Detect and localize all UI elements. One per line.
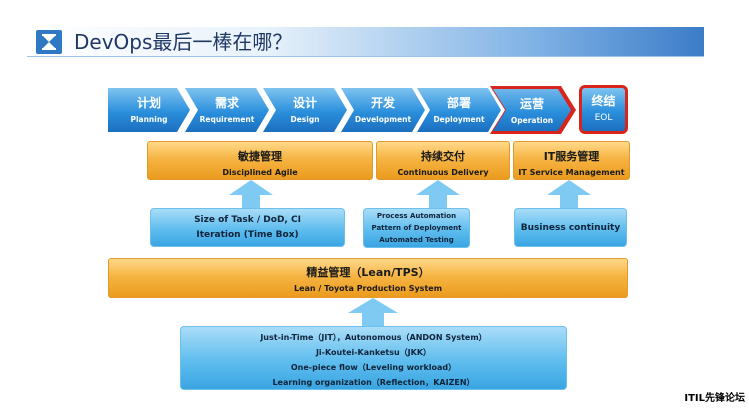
phase-label: 计划 — [136, 96, 161, 110]
phase-label: 设计 — [292, 96, 317, 110]
support-item: Process Automation — [376, 212, 457, 220]
phase-sublabel: Planning — [130, 115, 168, 124]
hourglass-icon — [36, 30, 62, 54]
phase-eol: 终结 EOL — [579, 85, 628, 134]
phase-label: 运营 — [519, 97, 544, 111]
lean-practice-item: One-piece flow（Leveling workload） — [290, 363, 457, 372]
support-agile: Size of Task / DoD, CI Iteration (Time B… — [150, 208, 345, 247]
phase-deployment: 部署 Deployment — [417, 88, 501, 132]
up-arrow-icon — [229, 180, 273, 211]
lean-practice-item: Ji-Koutei-Kanketsu（JKK） — [315, 348, 432, 357]
phase-sublabel: Operation — [510, 116, 554, 125]
phase-label: 需求 — [214, 96, 239, 110]
support-item: Business continuity — [520, 223, 621, 233]
lean-practice-item: Just-in-Time（JIT），Autonomous（ANDON Syste… — [260, 333, 487, 342]
practice-subtitle: Disciplined Agile — [222, 168, 298, 177]
phase-label: 终结 — [591, 94, 616, 108]
phase-development: 开发 Development — [341, 88, 425, 132]
practice-subtitle: IT Service Management — [518, 168, 625, 177]
up-arrow-icon — [547, 180, 591, 211]
phase-sublabel: Development — [354, 115, 412, 124]
practice-title: IT服务管理 — [543, 150, 600, 163]
lean-management: 精益管理（Lean/TPS） Lean / Toyota Production … — [108, 258, 628, 298]
up-arrow-icon — [348, 298, 398, 328]
watermark-footer: ITIL先锋论坛 — [684, 393, 745, 404]
phase-sublabel: EOL — [594, 113, 613, 123]
support-continuous-delivery: Process Automation Pattern of Deployment… — [363, 208, 470, 248]
phase-operation: 运营 Operation — [493, 89, 571, 131]
phase-label: 开发 — [370, 96, 395, 110]
phase-sublabel: Design — [290, 115, 320, 124]
support-itsm: Business continuity — [514, 208, 627, 247]
lean-title: 精益管理（Lean/TPS） — [306, 266, 430, 279]
up-arrow-icon — [416, 180, 460, 211]
practice-agile: 敏捷管理 Disciplined Agile — [147, 141, 373, 180]
title-bar — [27, 27, 704, 57]
phase-label: 部署 — [446, 96, 471, 110]
phase-sublabel: Requirement — [199, 115, 255, 124]
phase-operation-highlight: 运营 Operation — [490, 86, 576, 134]
lean-practice-item: Learning organization（Reflection，KAIZEN） — [272, 378, 475, 387]
support-item: Pattern of Deployment — [371, 224, 462, 232]
practice-subtitle: Continuous Delivery — [397, 168, 489, 177]
practice-continuous-delivery: 持续交付 Continuous Delivery — [376, 141, 510, 180]
lean-practices: Just-in-Time（JIT），Autonomous（ANDON Syste… — [180, 326, 567, 390]
support-item: Size of Task / DoD, CI — [194, 215, 301, 225]
practice-title: 敏捷管理 — [238, 150, 282, 163]
phase-requirement: 需求 Requirement — [185, 88, 269, 132]
support-item: Iteration (Time Box) — [196, 230, 299, 240]
support-item: Automated Testing — [379, 236, 454, 244]
lean-subtitle: Lean / Toyota Production System — [293, 284, 443, 293]
practice-title: 持续交付 — [421, 150, 465, 163]
phase-design: 设计 Design — [263, 88, 347, 132]
practice-itsm: IT服务管理 IT Service Management — [513, 141, 630, 180]
page-title: DevOps最后一棒在哪？ — [74, 30, 293, 54]
phase-sublabel: Deployment — [433, 115, 485, 124]
phase-planning: 计划 Planning — [108, 88, 190, 132]
